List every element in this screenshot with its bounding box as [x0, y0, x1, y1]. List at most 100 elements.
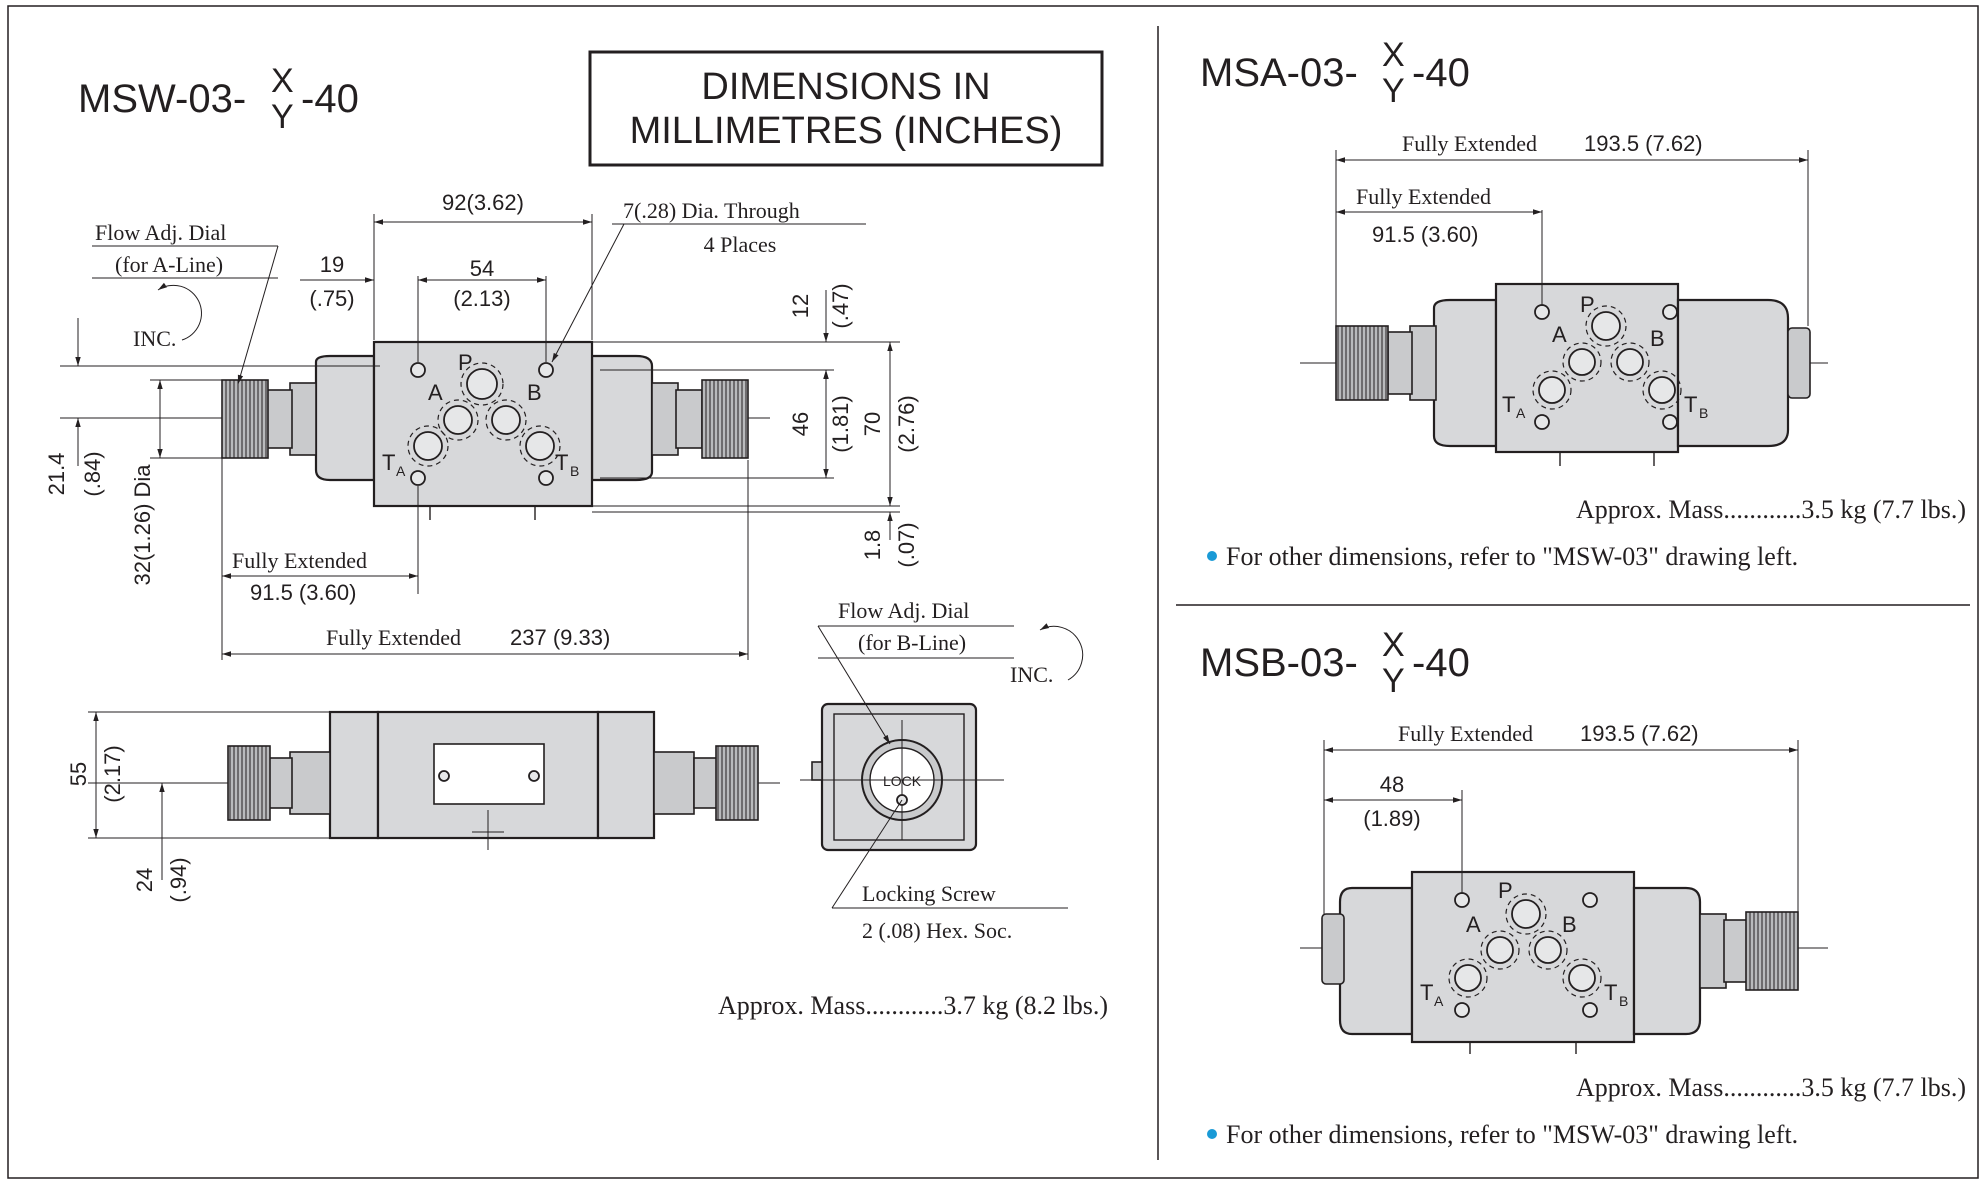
msa-title: MSA-03- X Y -40: [1200, 36, 1470, 110]
dim-70-in: (2.76): [894, 395, 919, 452]
msb-port-tb: T: [1604, 980, 1617, 1005]
msb-port-ta: T: [1420, 980, 1433, 1005]
port-p: P: [458, 350, 473, 375]
main-dimensions: 92(3.62) 54 (2.13) 19 (.75) 7(.28) Dia. …: [44, 190, 919, 660]
fe-value: 91.5 (3.60): [250, 580, 356, 605]
msb-port-tb-sub: B: [1619, 993, 1628, 1009]
main-top-view: P A B T A T B: [160, 340, 770, 520]
msa-fe-label: Fully Extended: [1402, 131, 1537, 156]
msa-note: For other dimensions, refer to "MSW-03" …: [1226, 542, 1798, 571]
fe237-value: 237 (9.33): [510, 625, 610, 650]
side-view: LOCK: [800, 702, 1004, 852]
msb-dim-48-in: (1.89): [1363, 806, 1420, 831]
msa-port-p: P: [1580, 292, 1595, 317]
inc-a: INC.: [133, 326, 176, 351]
fe-label: Fully Extended: [232, 548, 367, 573]
dim-32-dia: 32(1.26) Dia: [130, 464, 155, 586]
msa-fe2-label: Fully Extended: [1356, 184, 1491, 209]
msa-fe-value: 193.5 (7.62): [1584, 131, 1703, 156]
msa-port-tb-sub: B: [1699, 405, 1708, 421]
msb-title-top: X: [1382, 626, 1405, 664]
port-labels: P A B T A T B: [382, 350, 579, 479]
dim-7-places: 4 Places: [704, 232, 777, 257]
msb-port-ta-sub: A: [1434, 993, 1444, 1009]
main-block: [372, 340, 594, 508]
flow-b-line1: Flow Adj. Dial: [838, 598, 969, 623]
msa-dimensions: Fully Extended 193.5 (7.62) Fully Extend…: [1335, 131, 1809, 326]
dim-12-in: (.47): [828, 283, 853, 328]
msa-title-top: X: [1382, 36, 1405, 74]
port-ta: T: [382, 450, 395, 475]
main-mass: Approx. Mass............3.7 kg (8.2 lbs.…: [718, 991, 1108, 1020]
msa-port-a: A: [1552, 322, 1567, 347]
msb-port-p: P: [1498, 878, 1513, 903]
right-cylinder: [590, 354, 654, 482]
side-callouts: Flow Adj. Dial (for B-Line) INC. Locking…: [817, 598, 1084, 943]
msa-port-ta: T: [1502, 392, 1515, 417]
msb-port-b: B: [1562, 912, 1577, 937]
msa-title-bottom: Y: [1382, 72, 1405, 110]
dim-55-in: (2.17): [100, 745, 125, 802]
sheet-border: [7, 5, 1979, 1179]
main-model-title: MSW-03- X Y -40: [78, 62, 359, 136]
left-knob: [221, 379, 269, 459]
dim-24-in: (.94): [166, 857, 191, 902]
msb-dimensions: Fully Extended 193.5 (7.62) 48 (1.89): [1323, 721, 1799, 914]
units-line-1: DIMENSIONS IN: [701, 66, 990, 108]
units-line-2: MILLIMETRES (INCHES): [630, 110, 1063, 152]
dim-24: 24: [132, 868, 157, 892]
msb-title-suffix: -40: [1412, 641, 1470, 685]
msa-bullet: [1207, 551, 1217, 561]
front-dimensions: 55 (2.17) 24 (.94): [66, 711, 330, 903]
msa-fe2-value: 91.5 (3.60): [1372, 222, 1478, 247]
right-knob: [701, 379, 749, 459]
msb-note: For other dimensions, refer to "MSW-03" …: [1226, 1120, 1798, 1149]
msa-title-prefix: MSA-03-: [1200, 51, 1358, 95]
port-ta-sub: A: [396, 463, 406, 479]
msb-fe-label: Fully Extended: [1398, 721, 1533, 746]
dim-46-in: (1.81): [828, 395, 853, 452]
msb-title-bottom: Y: [1382, 662, 1405, 700]
dim-46: 46: [788, 412, 813, 436]
dim-54-in: (2.13): [453, 286, 510, 311]
flow-a-line1: Flow Adj. Dial: [95, 220, 226, 245]
lock-label: LOCK: [883, 773, 922, 789]
main-title-prefix: MSW-03-: [78, 77, 246, 121]
main-title-bottom: Y: [271, 98, 294, 136]
dim-7-dia: 7(.28) Dia. Through: [623, 198, 800, 223]
msb-fe-value: 193.5 (7.62): [1580, 721, 1699, 746]
fe237-label: Fully Extended: [326, 625, 461, 650]
msb-port-a: A: [1466, 912, 1481, 937]
dim-92: 92(3.62): [442, 190, 524, 215]
flow-a-line2: (for A-Line): [115, 252, 223, 277]
msb-title: MSB-03- X Y -40: [1200, 626, 1470, 700]
dim-70: 70: [860, 412, 885, 436]
dim-19-in: (.75): [309, 286, 354, 311]
dim-1-8: 1.8: [860, 530, 885, 561]
main-front-view: [180, 710, 780, 850]
inc-arrow-b: [1039, 623, 1084, 681]
ports: [407, 362, 561, 467]
msb-bullet: [1207, 1129, 1217, 1139]
dim-54: 54: [470, 256, 494, 281]
msb-dim-48: 48: [1380, 772, 1404, 797]
port-a: A: [428, 380, 443, 405]
dim-12: 12: [788, 294, 813, 318]
inc-b: INC.: [1010, 662, 1053, 687]
flow-b-line2: (for B-Line): [858, 630, 966, 655]
left-cylinder: [314, 354, 376, 482]
msb-view: P A B T A T B: [1300, 870, 1828, 1054]
msb-mass: Approx. Mass............3.5 kg (7.7 lbs.…: [1576, 1073, 1966, 1102]
units-box: DIMENSIONS IN MILLIMETRES (INCHES): [588, 50, 1104, 167]
msa-view: P A B T A T B: [1300, 282, 1828, 466]
main-title-suffix: -40: [301, 77, 359, 121]
msb-title-prefix: MSB-03-: [1200, 641, 1358, 685]
dim-19: 19: [320, 252, 344, 277]
dim-21-4-in: (.84): [80, 451, 105, 496]
msa-port-b: B: [1650, 326, 1665, 351]
port-tb-sub: B: [570, 463, 579, 479]
main-title-top: X: [271, 62, 294, 100]
port-tb: T: [555, 450, 568, 475]
